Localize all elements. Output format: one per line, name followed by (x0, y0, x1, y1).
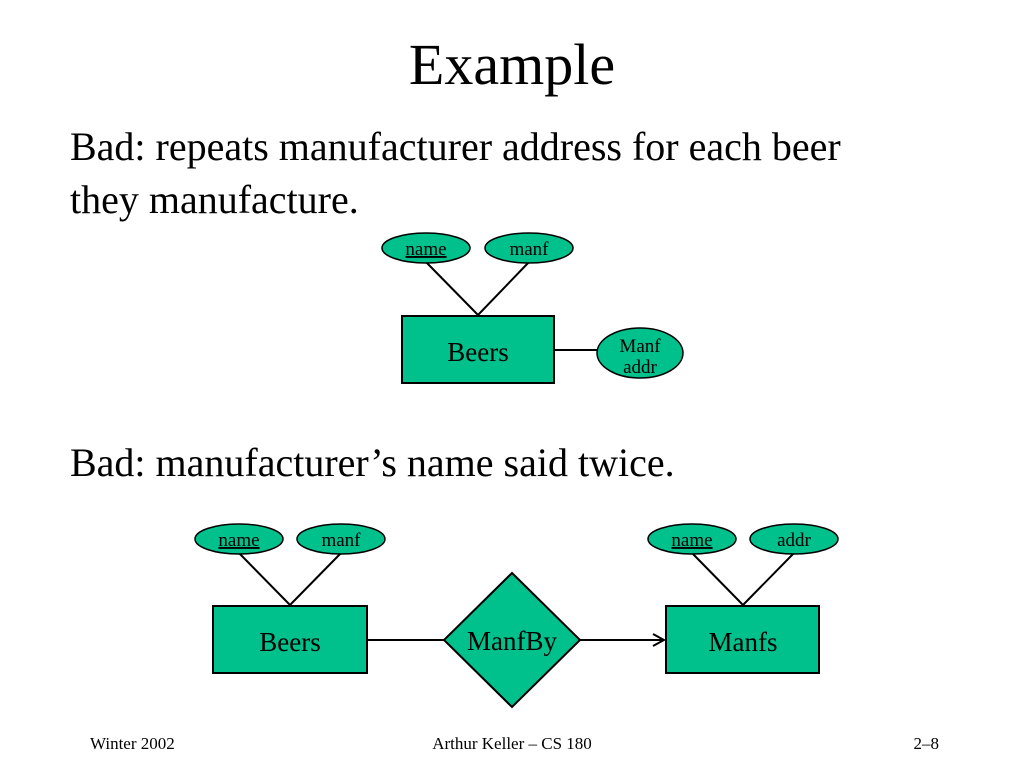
edge-left-beers-manf (289, 552, 342, 606)
edge-beers-manf (477, 261, 530, 316)
attribute-manf-addr-line2: addr (623, 357, 657, 378)
edge-beers-name (425, 261, 479, 316)
entity-beers-2 (212, 605, 368, 674)
attribute-manf-oval (484, 232, 574, 264)
attribute-manf-label: manf (509, 239, 549, 260)
edge-right-manfs-addr (742, 552, 795, 606)
edge-left-beers-name (238, 552, 291, 606)
attribute-name-label: name (405, 239, 446, 260)
edge-right-manfs-name (691, 552, 744, 606)
attribute-manf-addr-line1: Manf (619, 336, 661, 357)
relationship-manfby-diamond (442, 571, 582, 709)
attribute-right-addr-oval (749, 523, 839, 555)
attribute-name-oval (381, 232, 471, 264)
diagram-1: Beers name manf Manf addr (381, 232, 684, 384)
entity-beers (401, 315, 555, 384)
bullet-1-line-2: they manufacture. (70, 177, 359, 222)
entity-beers-2-label: Beers (259, 627, 320, 657)
footer-right: 2–8 (913, 734, 940, 753)
slide-title: Example (408, 32, 616, 97)
attribute-manf-addr-oval (596, 327, 684, 379)
attribute-right-addr-label: addr (777, 530, 811, 551)
bullet-1-line-1: Bad: repeats manufacturer address for ea… (70, 124, 841, 169)
attribute-left-name-oval (194, 523, 284, 555)
attribute-right-name-label: name (671, 530, 712, 551)
attribute-right-name-oval (647, 523, 737, 555)
bullet-2: Bad: manufacturer’s name said twice. (70, 440, 675, 485)
entity-beers-label: Beers (447, 337, 508, 367)
footer-center: Arthur Keller – CS 180 (432, 734, 592, 753)
footer-left: Winter 2002 (90, 734, 175, 753)
attribute-left-name-label: name (218, 530, 259, 551)
entity-manfs (665, 605, 820, 674)
diagram-2: Beers ManfBy Manfs name manf name addr (194, 523, 839, 709)
attribute-left-manf-oval (296, 523, 386, 555)
entity-manfs-label: Manfs (709, 627, 778, 657)
relationship-manfby-label: ManfBy (467, 626, 557, 656)
attribute-left-manf-label: manf (321, 530, 361, 551)
